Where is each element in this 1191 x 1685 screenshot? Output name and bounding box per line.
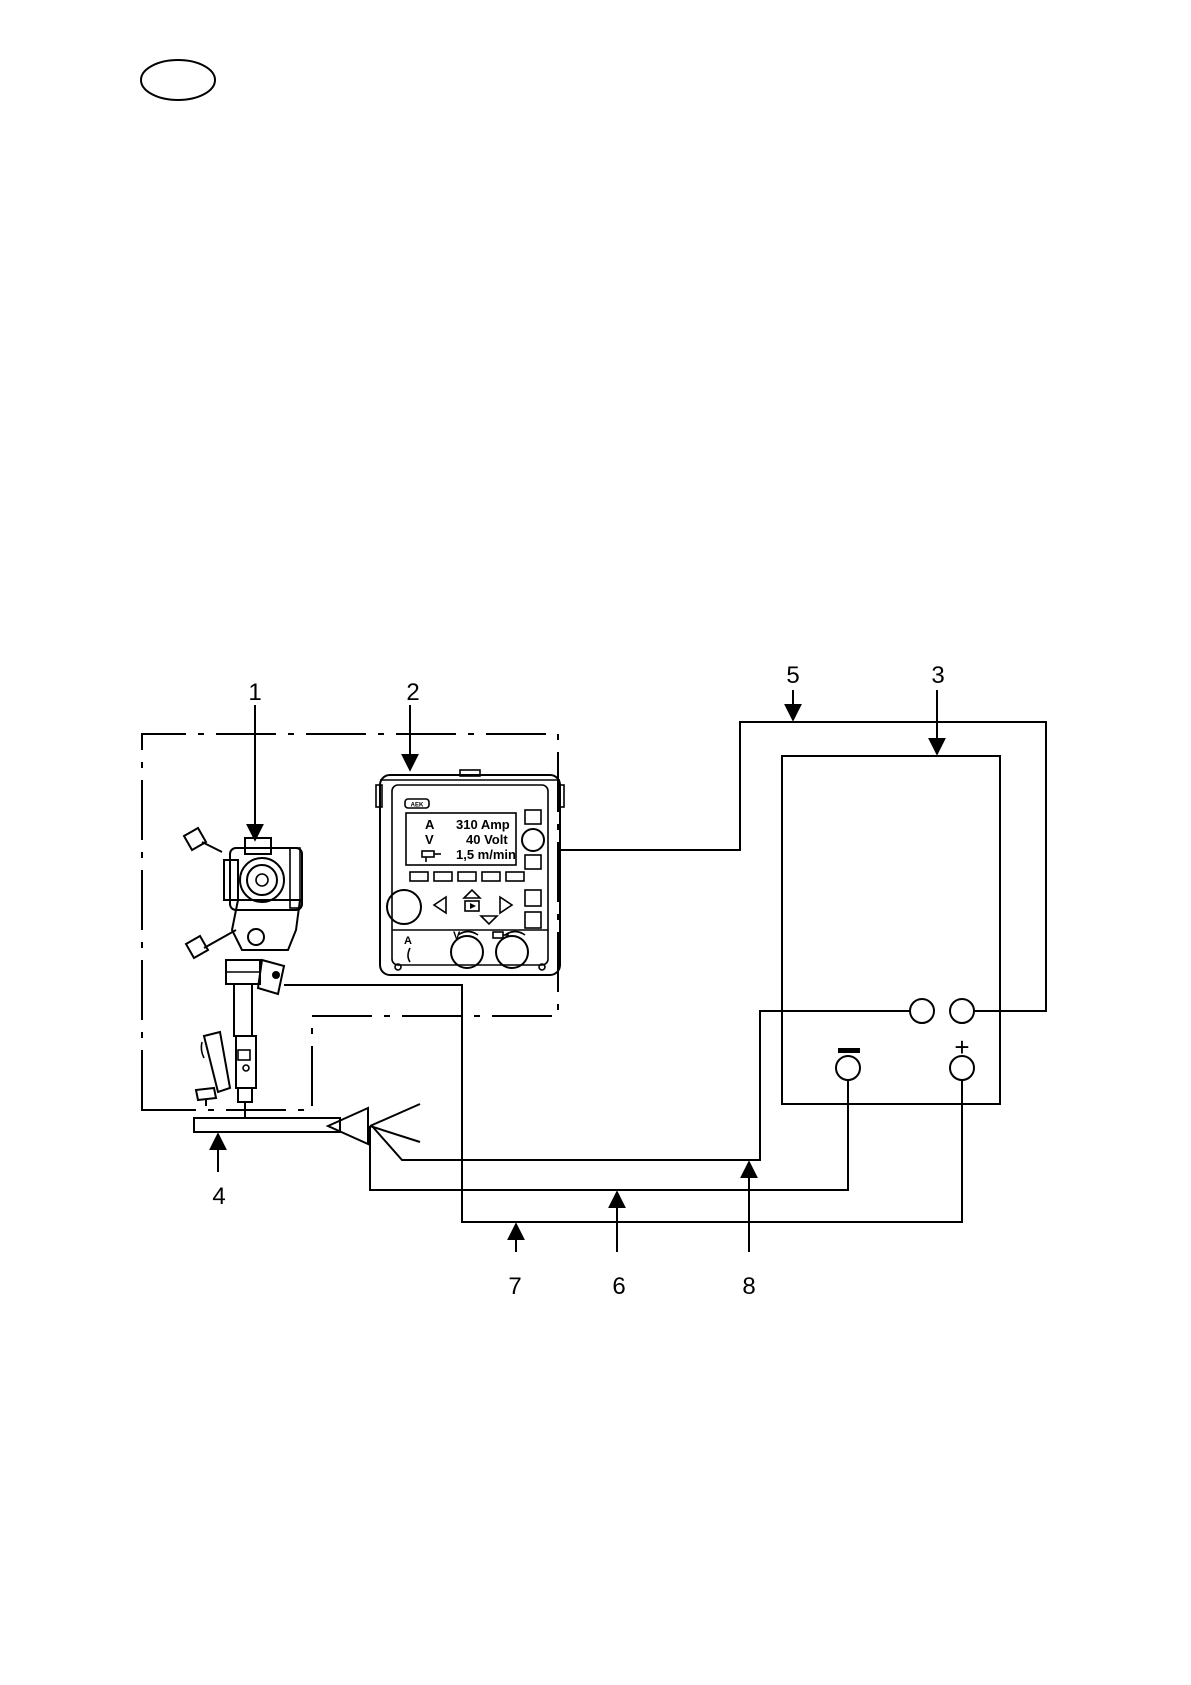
workpiece — [194, 1118, 340, 1132]
lcd-row1-symbol: A — [425, 817, 435, 832]
cable-8 — [372, 1011, 910, 1160]
callout-6: 6 — [612, 1273, 625, 1300]
up-arrow-icon[interactable] — [464, 890, 480, 898]
minus-sign — [838, 1048, 860, 1053]
left-arrow-icon[interactable] — [434, 897, 446, 913]
cable-6-negative — [370, 1080, 848, 1190]
right-arrow-icon[interactable] — [500, 897, 512, 913]
callout-3: 3 — [931, 662, 944, 689]
callout-8: 8 — [742, 1273, 755, 1300]
dash-dot-enclosure — [142, 734, 558, 1110]
lcd-row2-value: 40 Volt — [466, 832, 508, 847]
wire-speed-knob[interactable] — [496, 936, 528, 968]
memory-button-2[interactable] — [434, 872, 452, 881]
enter-button[interactable] — [525, 855, 541, 869]
callout-5: 5 — [786, 662, 799, 689]
control-box: AEK A 310 Amp V 40 Volt 1,5 m/min — [376, 770, 564, 975]
power-source: + — [782, 756, 1000, 1104]
lower-adjust-knob-icon — [186, 930, 236, 958]
language-badge — [141, 60, 215, 100]
cable-5-control — [560, 722, 1046, 1011]
lcd-row3-value: 1,5 m/min — [456, 847, 516, 862]
work-clamp-icon — [328, 1104, 420, 1144]
wire-feed-icon — [422, 851, 441, 862]
memory-button-5[interactable] — [506, 872, 524, 881]
updown-button[interactable] — [525, 890, 541, 906]
voltage-knob[interactable] — [451, 936, 483, 968]
current-knob-label: A — [404, 935, 412, 947]
down-arrow-icon[interactable] — [481, 916, 497, 924]
negative-terminal — [836, 1056, 860, 1080]
callout-7: 7 — [508, 1273, 521, 1300]
upper-adjust-knob-icon — [184, 828, 222, 852]
header-tab-label: AEK — [411, 803, 424, 809]
menu-button[interactable] — [525, 810, 541, 824]
lcd-row1-value: 310 Amp — [456, 817, 510, 832]
memory-button-3[interactable] — [458, 872, 476, 881]
control-terminal-1 — [910, 999, 934, 1023]
control-terminal-2 — [950, 999, 974, 1023]
callout-1: 1 — [248, 679, 261, 706]
memory-button-4[interactable] — [482, 872, 500, 881]
lcd-row2-symbol: V — [425, 832, 434, 847]
memory-button-1[interactable] — [410, 872, 428, 881]
select-knob[interactable] — [522, 829, 544, 851]
callout-4: 4 — [212, 1183, 225, 1210]
settings-button[interactable] — [525, 912, 541, 928]
welding-head — [184, 828, 302, 1118]
callout-2: 2 — [406, 679, 419, 706]
